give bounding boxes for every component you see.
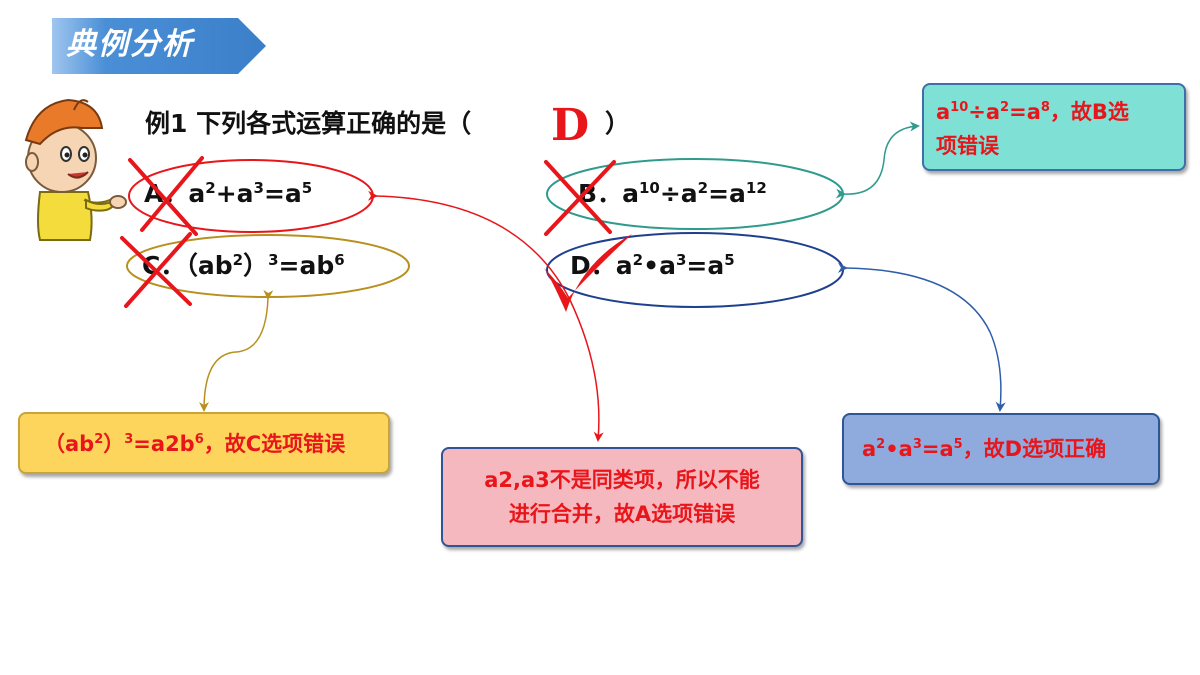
note-option-a-line1: a2,a3不是同类项，所以不能	[484, 468, 760, 492]
note-option-b-line1: a10÷a2=a8，故B选	[936, 100, 1129, 124]
note-option-b-line2: 项错误	[936, 134, 999, 158]
connector-a	[367, 190, 604, 442]
question-text: 例1 下列各式运算正确的是（	[145, 109, 472, 138]
ellipse-option-b	[546, 158, 844, 230]
question-close-paren: ）	[605, 109, 631, 138]
note-option-a: a2,a3不是同类项，所以不能 进行合并，故A选项错误	[441, 447, 803, 547]
banner-title: 典例分析	[66, 27, 194, 62]
note-option-d: a2•a3=a5，故D选项正确	[842, 413, 1160, 485]
connector-d	[837, 262, 1006, 412]
connector-c	[199, 289, 274, 412]
cross-mark-a	[128, 156, 204, 236]
cartoon-boy-illustration	[24, 98, 127, 241]
answer-letter: D	[551, 100, 590, 151]
check-mark-d	[544, 234, 632, 312]
section-banner	[52, 18, 266, 74]
ellipse-option-a	[128, 159, 374, 233]
connector-b	[835, 121, 920, 199]
ellipse-option-c	[126, 234, 410, 298]
cross-mark-c	[120, 232, 192, 308]
note-option-b: a10÷a2=a8，故B选 项错误	[922, 83, 1186, 171]
option-a: A．a2+a3=a5	[144, 179, 313, 208]
note-option-a-line2: 进行合并，故A选项错误	[508, 502, 736, 526]
note-option-c: （ab2）3=a2b6，故C选项错误	[18, 412, 390, 474]
